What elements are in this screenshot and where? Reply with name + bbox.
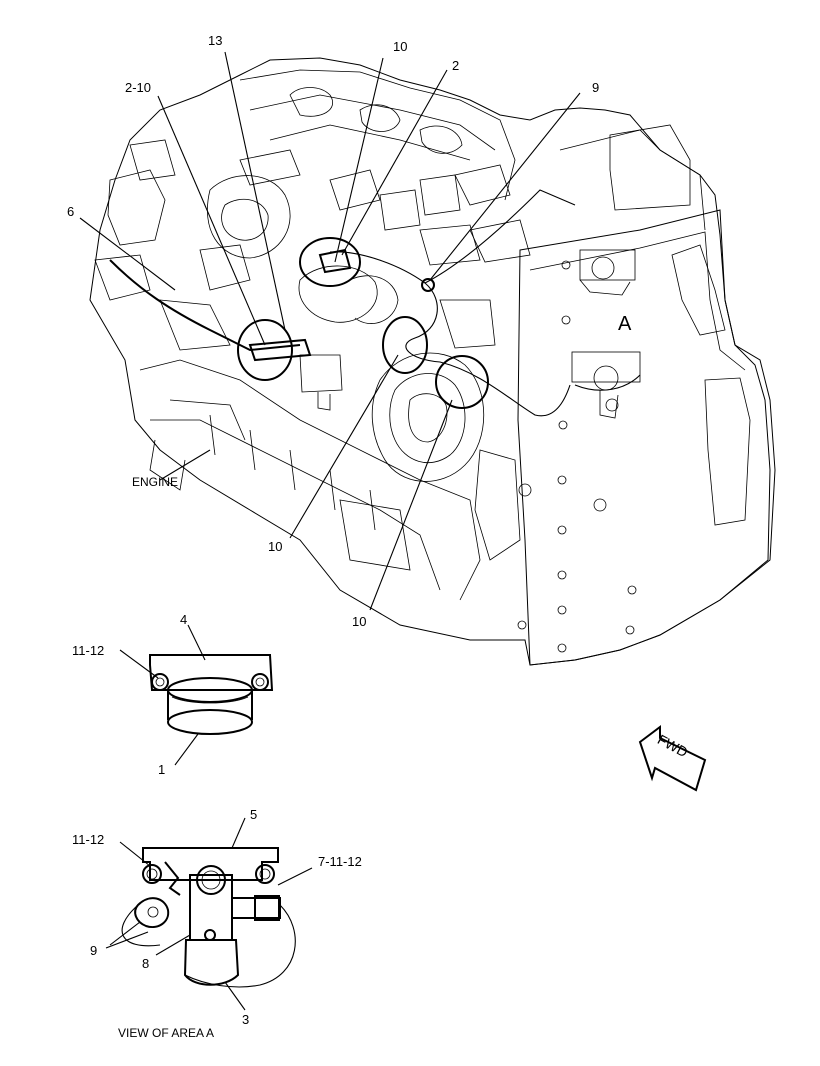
clamp-detail <box>119 624 274 766</box>
callout-4: 4 <box>180 612 187 627</box>
callout-11-12-b: 11-12 <box>72 832 104 847</box>
callout-10-mid: 10 <box>268 539 282 554</box>
callout-9-low: 9 <box>90 943 97 958</box>
callout-3: 3 <box>242 1012 249 1027</box>
leader-lines <box>79 51 581 611</box>
callout-2-10: 2-10 <box>125 80 151 95</box>
callout-engine: ENGINE <box>132 475 178 489</box>
view-caption: VIEW OF AREA A <box>118 1026 214 1040</box>
callout-fwd: FWD <box>655 731 691 760</box>
callout-10-top: 10 <box>393 39 407 54</box>
area-a-detail <box>105 817 313 1011</box>
callout-labels: 13 10 2 2-10 9 6 A ENGINE 10 10 4 11-12 … <box>67 33 691 1040</box>
callout-10-low: 10 <box>352 614 366 629</box>
callout-11-12-a: 11-12 <box>72 643 104 658</box>
callout-9-top: 9 <box>592 80 599 95</box>
callout-8: 8 <box>142 956 149 971</box>
callout-6: 6 <box>67 204 74 219</box>
callout-5: 5 <box>250 807 257 822</box>
callout-2: 2 <box>452 58 459 73</box>
callout-13: 13 <box>208 33 222 48</box>
callout-area-a: A <box>618 313 632 335</box>
callout-7-11-12: 7-11-12 <box>318 854 362 869</box>
fwd-arrow <box>638 725 707 792</box>
callout-1: 1 <box>158 762 165 777</box>
engine-drawing <box>89 57 776 666</box>
